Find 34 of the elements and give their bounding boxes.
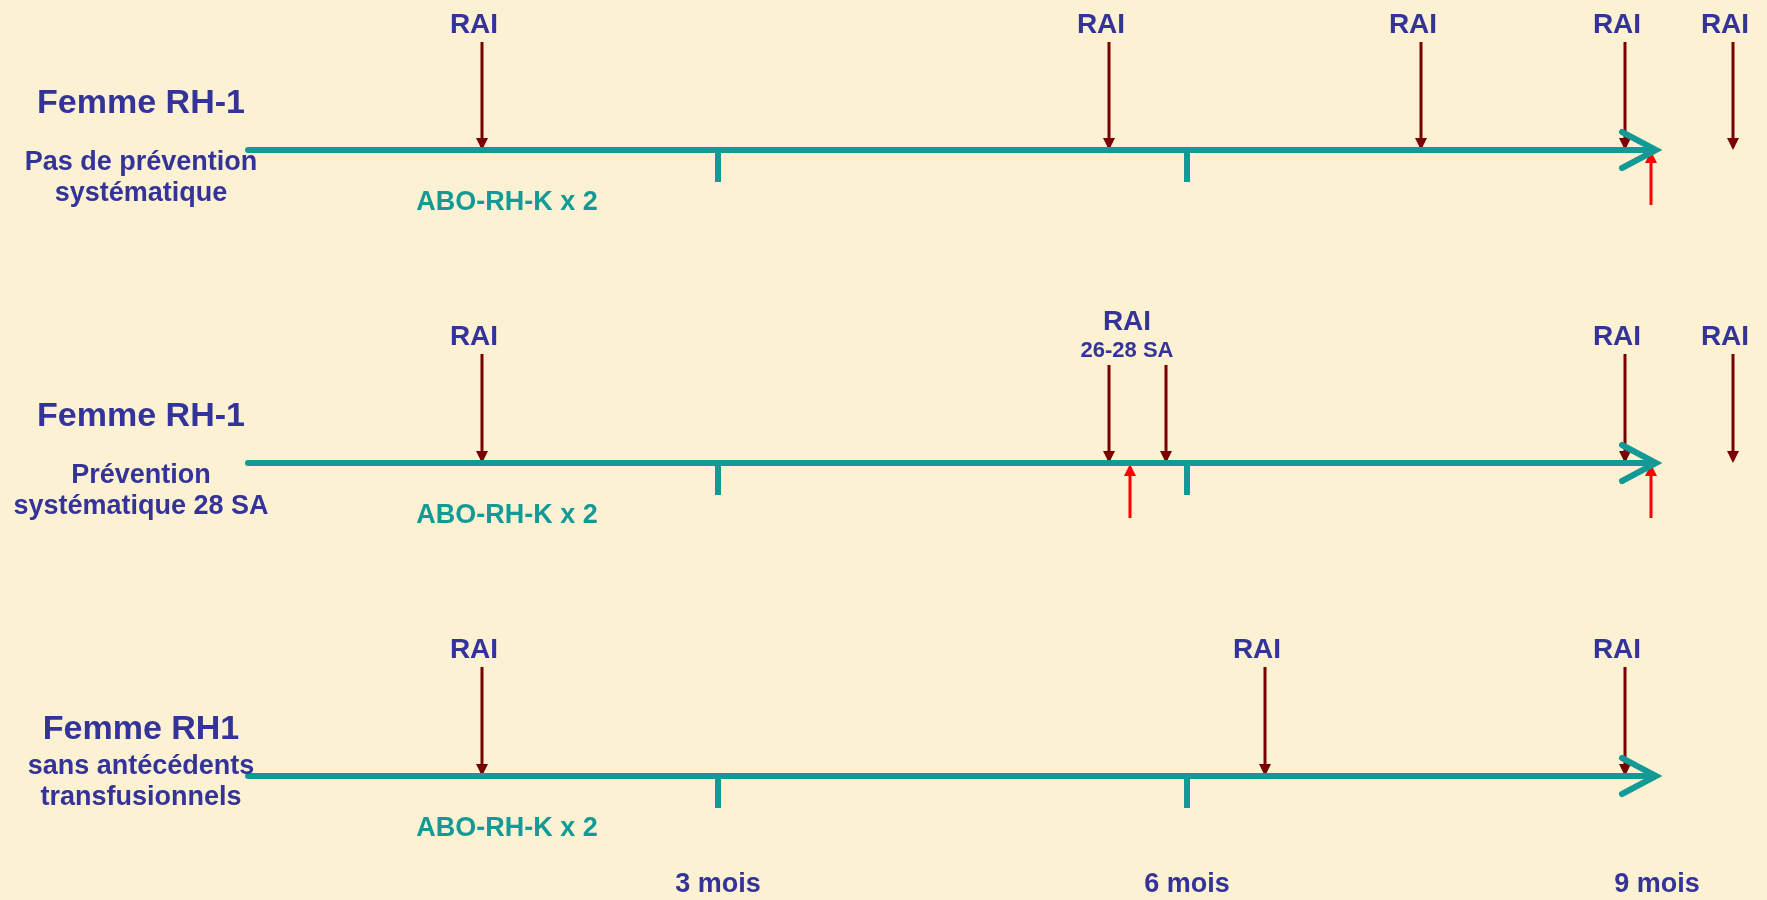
test-label: RAI (1537, 633, 1697, 665)
arrow (1619, 354, 1631, 463)
test-label: RAI (1021, 8, 1181, 40)
test-label: RAI (1333, 8, 1493, 40)
arrow (476, 42, 488, 150)
time-label: 3 mois (674, 868, 762, 900)
blood-test-note: ABO-RH-K x 2 (415, 186, 599, 218)
test-label: RAI (394, 633, 554, 665)
arrow (1727, 354, 1739, 463)
test-label: RAI (1177, 633, 1337, 665)
arrow (1727, 42, 1739, 150)
row-heading: Femme RH1 (41, 708, 241, 748)
row-heading: Femme RH-1 (36, 82, 246, 122)
row-subtitle: Pas de prévention systématique (23, 146, 259, 209)
arrow (476, 354, 488, 463)
arrow (1259, 667, 1271, 776)
test-label: RAI (394, 8, 554, 40)
arrow (1415, 42, 1427, 150)
arrow (476, 667, 488, 776)
row-subtitle: Prévention systématique 28 SA (12, 459, 270, 522)
arrow (1103, 42, 1115, 150)
time-label: 6 mois (1143, 868, 1231, 900)
arrow (1103, 365, 1115, 463)
row-heading: Femme RH-1 (36, 395, 246, 435)
test-label: RAI (394, 320, 554, 352)
arrow (1160, 365, 1172, 463)
arrow (1619, 42, 1631, 150)
time-label: 9 mois (1613, 868, 1701, 900)
blood-test-note: ABO-RH-K x 2 (415, 812, 599, 844)
blood-test-note: ABO-RH-K x 2 (415, 499, 599, 531)
row-subtitle: sans antécédents transfusionnels (26, 750, 256, 813)
arrow (1124, 464, 1136, 518)
arrow (1619, 667, 1631, 776)
test-label: RAI 26-28 SA (1047, 305, 1207, 363)
